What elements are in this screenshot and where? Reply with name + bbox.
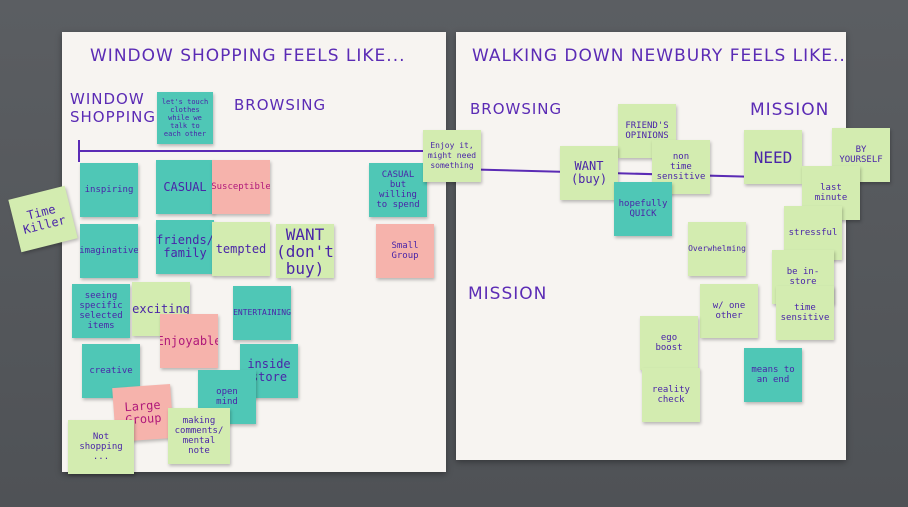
sticky-note-time-sensitive: time sensitive (776, 286, 834, 340)
browsing-label-right: BROWSING (470, 100, 563, 118)
spectrum-line-left (78, 150, 446, 152)
sticky-note-want-dont-buy: WANT (don't buy) (276, 224, 334, 278)
sticky-note-susceptible: Susceptible (212, 160, 270, 214)
sticky-note-ego-boost: ego boost (640, 316, 698, 370)
sticky-note-overwhelming: Overwhelming (688, 222, 746, 276)
browsing-label: BROWSING (234, 96, 327, 114)
sticky-note-casual-spend: CASUAL but willing to spend (369, 163, 427, 217)
sticky-note-seeing-specific: seeing specific selected items (72, 284, 130, 338)
sticky-note-making-comments: making comments/ mental note (168, 408, 230, 464)
sticky-note-tempted: tempted (212, 222, 270, 276)
sticky-note-enjoyable: Enjoyable (160, 314, 218, 368)
right-poster-title: WALKING DOWN NEWBURY FEELS LIKE... (472, 46, 846, 66)
window-shopping-label: WINDOW SHOPPING (70, 90, 156, 126)
sticky-note-small-group: Small Group (376, 224, 434, 278)
sticky-note-means-to-an-end: means to an end (744, 348, 802, 402)
sticky-note-reality-check: reality check (642, 368, 700, 422)
sticky-note-not-shopping: Not shopping ... (68, 420, 134, 474)
spectrum-tick (78, 140, 80, 162)
sticky-note-lets-touch: let's touch clothes while we talk to eac… (157, 92, 213, 144)
sticky-note-inspiring: inspiring (80, 163, 138, 217)
sticky-note-imaginative: imaginative (80, 224, 138, 278)
mission-label-top: MISSION (750, 100, 830, 120)
sticky-note-entertaining: ENTERTAINING (233, 286, 291, 340)
mission-label-lower: MISSION (468, 284, 548, 304)
sticky-note-w-one-other: w/ one other (700, 284, 758, 338)
sticky-note-need: NEED (744, 130, 802, 184)
sticky-note-hopefully-quick: hopefully QUICK (614, 182, 672, 236)
sticky-note-casual: CASUAL (156, 160, 214, 214)
sticky-note-enjoy-it: Enjoy it, might need something (423, 130, 481, 182)
sticky-note-want-buy: WANT (buy) (560, 146, 618, 200)
left-poster-title: WINDOW SHOPPING FEELS LIKE... (90, 46, 406, 66)
sticky-note-friends-family: friends/ family (156, 220, 214, 274)
